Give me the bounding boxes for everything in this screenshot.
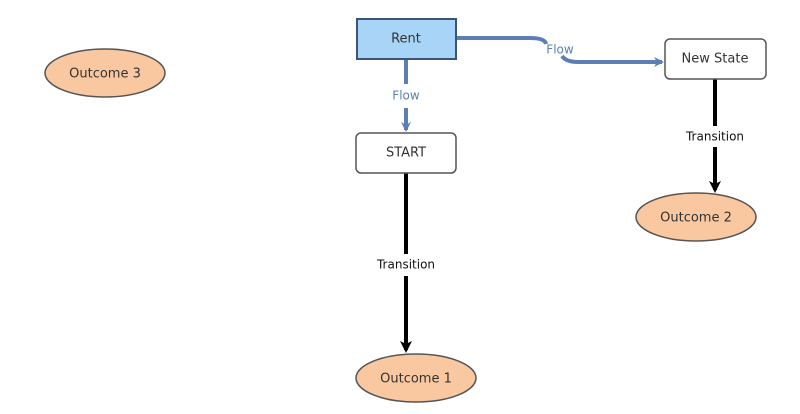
edge-start-to-outcome1[interactable]: Transition <box>376 173 435 353</box>
node-label: START <box>386 146 426 161</box>
edge-new-state-to-outcome2[interactable]: Transition <box>685 79 744 193</box>
node-label: Outcome 2 <box>660 211 732 226</box>
node-label: Outcome 1 <box>380 372 452 387</box>
node-new-state[interactable]: New State <box>664 38 767 80</box>
edge-label-flow: Flow <box>546 43 574 57</box>
node-outcome-2[interactable]: Outcome 2 <box>635 192 757 242</box>
node-rent[interactable]: Rent <box>356 18 457 60</box>
edge-label-transition: Transition <box>376 258 435 272</box>
node-label: Rent <box>391 32 421 47</box>
node-start[interactable]: START <box>355 132 457 174</box>
node-label: New State <box>682 52 749 67</box>
edge-rent-to-start[interactable]: Flow <box>392 59 420 132</box>
edge-label-flow: Flow <box>392 89 420 103</box>
edge-label-transition: Transition <box>685 130 744 144</box>
node-outcome-1[interactable]: Outcome 1 <box>355 353 477 403</box>
edge-rent-to-new-state[interactable]: Flow <box>457 36 664 67</box>
node-label: Outcome 3 <box>69 67 141 82</box>
node-outcome-3[interactable]: Outcome 3 <box>44 48 166 98</box>
